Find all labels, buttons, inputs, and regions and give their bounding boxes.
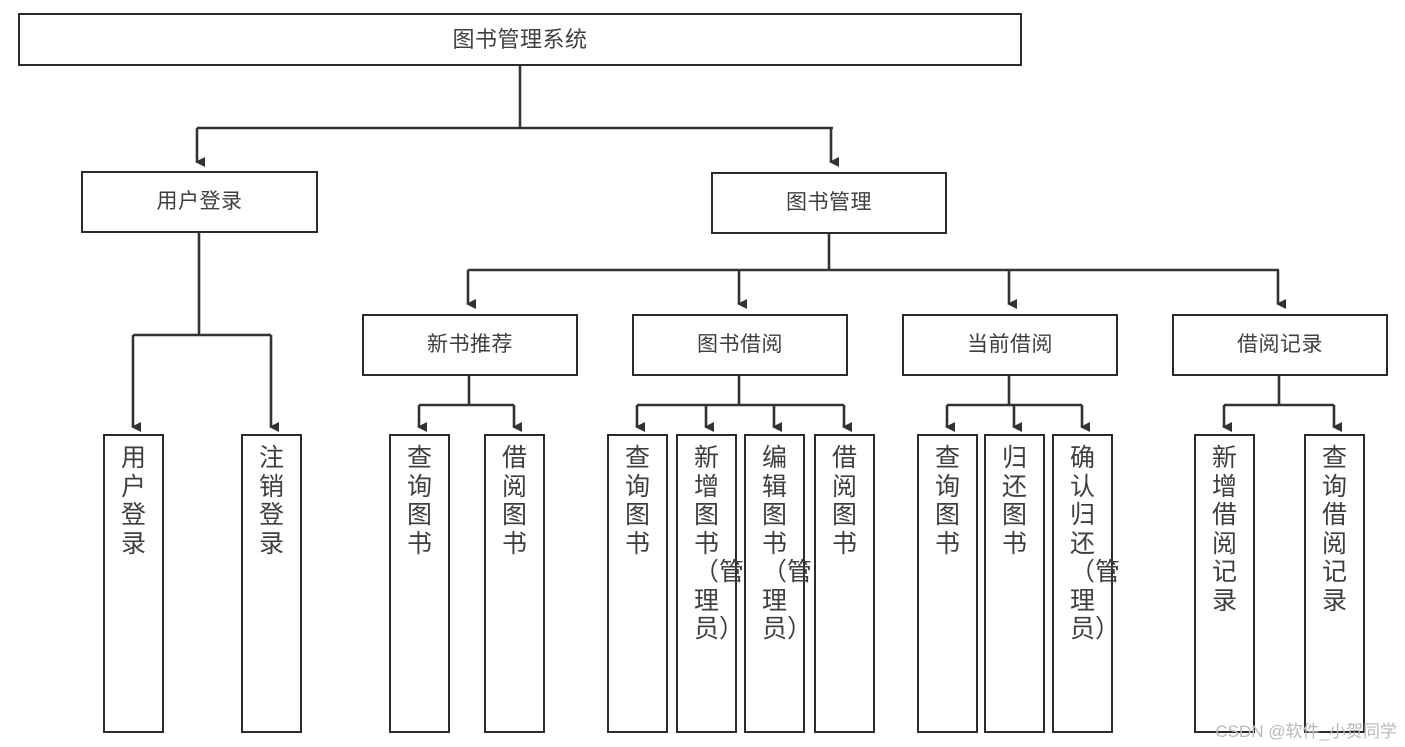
node-label: 图书管理系统: [452, 26, 588, 52]
node-label: 查询借阅记录: [1322, 444, 1348, 615]
node-label: 图书借阅: [697, 332, 783, 356]
node-label: 新增图书（管理员）: [694, 444, 745, 643]
leaf-user-login[interactable]: 用户登录: [103, 434, 164, 733]
leaf-query-book-borrow[interactable]: 查询图书: [607, 434, 668, 733]
node-label: 查询图书: [407, 444, 433, 558]
leaf-query-book-current[interactable]: 查询图书: [917, 434, 978, 733]
leaf-confirm-return-admin[interactable]: 确认归还（管理员）: [1052, 434, 1121, 733]
node-new-book-recommend[interactable]: 新书推荐: [362, 314, 578, 376]
leaf-return-book[interactable]: 归还图书: [984, 434, 1045, 733]
node-label: 用户登录: [156, 189, 243, 213]
node-current-borrow[interactable]: 当前借阅: [902, 314, 1118, 376]
node-label: 图书管理: [786, 190, 872, 214]
node-label: 编辑图书（管理员）: [762, 444, 813, 643]
leaf-borrow-book[interactable]: 借阅图书: [814, 434, 875, 733]
node-label: 借阅图书: [502, 444, 528, 558]
node-label: 新增借阅记录: [1212, 444, 1238, 615]
leaf-borrow-book-recommend[interactable]: 借阅图书: [484, 434, 545, 733]
node-book-management[interactable]: 图书管理: [711, 172, 947, 234]
node-label: 归还图书: [1002, 444, 1028, 558]
node-label: 查询图书: [935, 444, 961, 558]
node-label: 用户登录: [121, 444, 147, 558]
leaf-edit-book-admin[interactable]: 编辑图书（管理员）: [744, 434, 813, 733]
node-label: 注销登录: [259, 444, 285, 558]
leaf-add-borrow-record[interactable]: 新增借阅记录: [1194, 434, 1255, 733]
node-label: 借阅记录: [1237, 332, 1323, 356]
leaf-logout[interactable]: 注销登录: [241, 434, 302, 733]
node-label: 查询图书: [625, 444, 651, 558]
node-label: 新书推荐: [427, 332, 513, 356]
node-book-borrow[interactable]: 图书借阅: [632, 314, 848, 376]
node-label: 确认归还（管理员）: [1070, 444, 1121, 643]
node-root-system[interactable]: 图书管理系统: [18, 13, 1022, 66]
leaf-add-book-admin[interactable]: 新增图书（管理员）: [676, 434, 745, 733]
leaf-query-borrow-record[interactable]: 查询借阅记录: [1304, 434, 1365, 733]
node-user-login[interactable]: 用户登录: [81, 171, 318, 233]
node-label: 当前借阅: [967, 332, 1053, 356]
node-label: 借阅图书: [832, 444, 858, 558]
leaf-query-book-recommend[interactable]: 查询图书: [389, 434, 450, 733]
node-borrow-records[interactable]: 借阅记录: [1172, 314, 1388, 376]
watermark: CSDN @软件_小贺同学: [1215, 722, 1397, 741]
